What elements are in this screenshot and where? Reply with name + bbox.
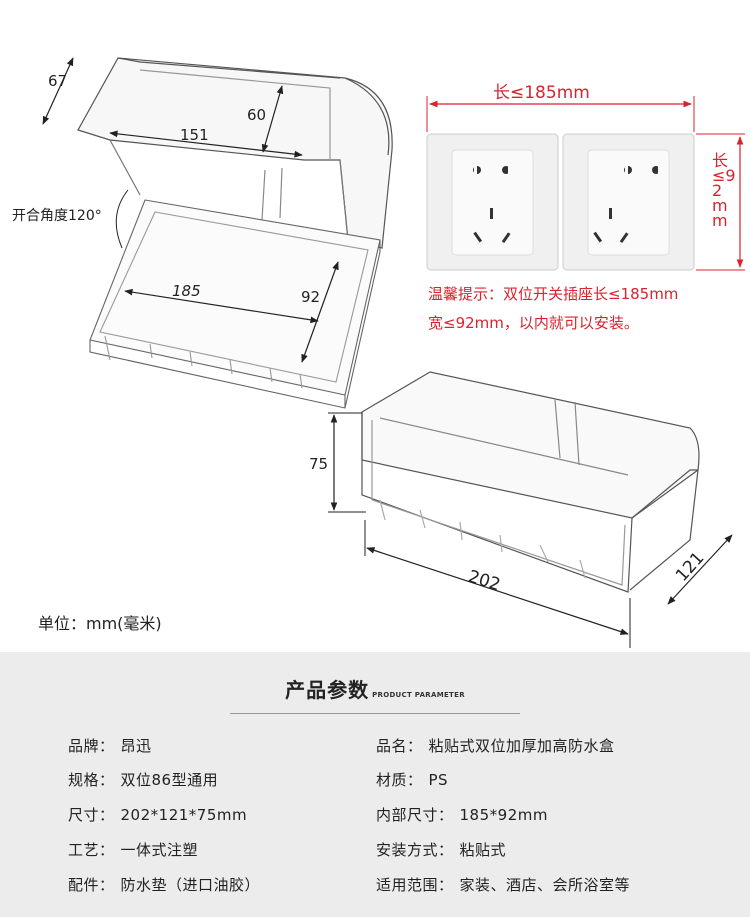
- dim-top-width: 151: [180, 126, 209, 144]
- param-spec: 规格：双位86型通用: [68, 771, 219, 789]
- param-size: 尺寸：202*121*75mm: [68, 806, 248, 824]
- param-inner-size: 内部尺寸：185*92mm: [376, 806, 548, 824]
- tip-line-1: 温馨提示：双位开关插座长≤185mm: [428, 285, 679, 303]
- dim-box-height: 75: [309, 455, 329, 473]
- param-product-name: 品名：粘贴式双位加厚加高防水盒: [376, 737, 615, 755]
- box-lid: [77, 57, 393, 249]
- param-scope: 适用范围：家装、酒店、会所浴室等: [376, 876, 631, 894]
- closed-box: [361, 371, 700, 593]
- open-angle-label: 开合角度120°: [12, 208, 102, 224]
- tip-line-2: 宽≤92mm，以内就可以安装。: [428, 314, 639, 332]
- open-box-drawing: [42, 57, 745, 648]
- unit-label: 单位：mm(毫米): [38, 614, 162, 633]
- dim-depth: 67: [48, 72, 68, 90]
- title-divider: [230, 713, 520, 714]
- dim-inner-width: 92: [301, 288, 321, 306]
- socket-width-label: 长≤92mm: [712, 151, 736, 230]
- param-brand: 品牌：昂迅: [68, 737, 152, 755]
- param-craft: 工艺：一体式注塑: [68, 841, 199, 859]
- socket-left: [426, 133, 559, 271]
- socket-length-label: 长≤185mm: [493, 83, 590, 103]
- param-install: 安装方式：粘贴式: [376, 841, 507, 859]
- param-material: 材质：PS: [376, 771, 449, 789]
- panel-title-zh: 产品参数: [285, 678, 370, 702]
- dim-inner-length: 185: [172, 282, 201, 300]
- box-base: [89, 199, 381, 409]
- socket-right: [562, 133, 695, 271]
- param-accessory: 配件：防水垫（进口油胶）: [68, 876, 261, 894]
- panel-title-en: PRODUCT PARAMETER: [372, 691, 465, 699]
- dim-inner-height: 60: [247, 106, 267, 124]
